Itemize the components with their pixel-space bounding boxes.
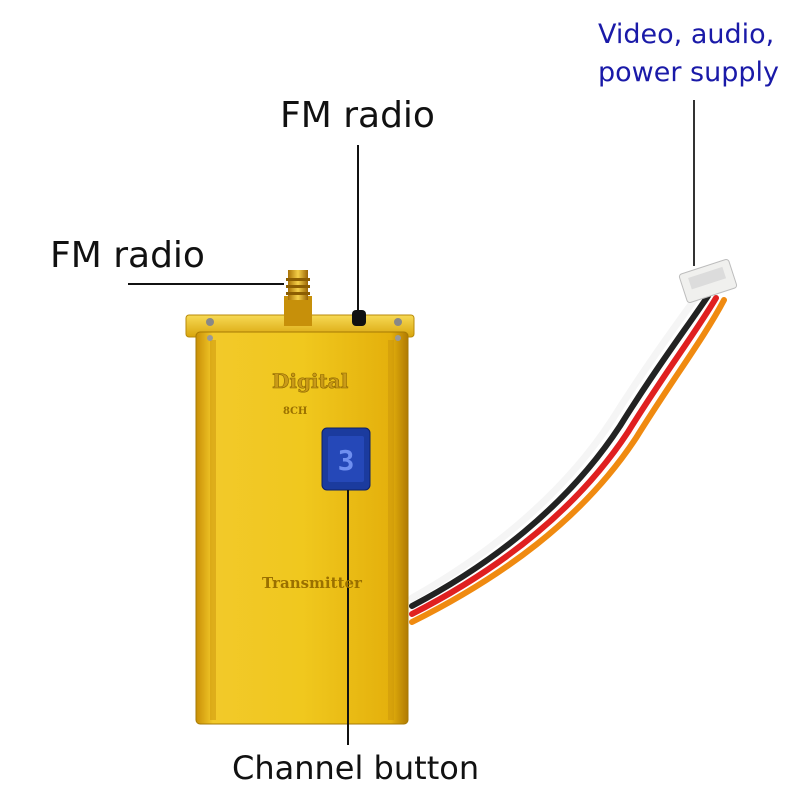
callout-fm-radio-left: FM radio	[50, 235, 205, 276]
device-model-text: 8CH	[283, 406, 307, 417]
device-brand-text: Digital	[272, 369, 349, 393]
callout-channel-button: Channel button	[232, 749, 480, 787]
sma-antenna-connector	[284, 270, 312, 326]
wire-connector	[678, 258, 738, 304]
display-digit: 3	[338, 444, 355, 477]
channel-display	[321, 427, 371, 491]
top-button	[352, 310, 366, 326]
wire-bundle	[408, 288, 727, 625]
callout-fm-radio-top: FM radio	[280, 95, 435, 136]
device-type-text: Transmitter	[262, 574, 363, 592]
callout-lines	[128, 145, 359, 745]
callout-video-audio-power: Video, audio, power supply	[598, 19, 779, 88]
